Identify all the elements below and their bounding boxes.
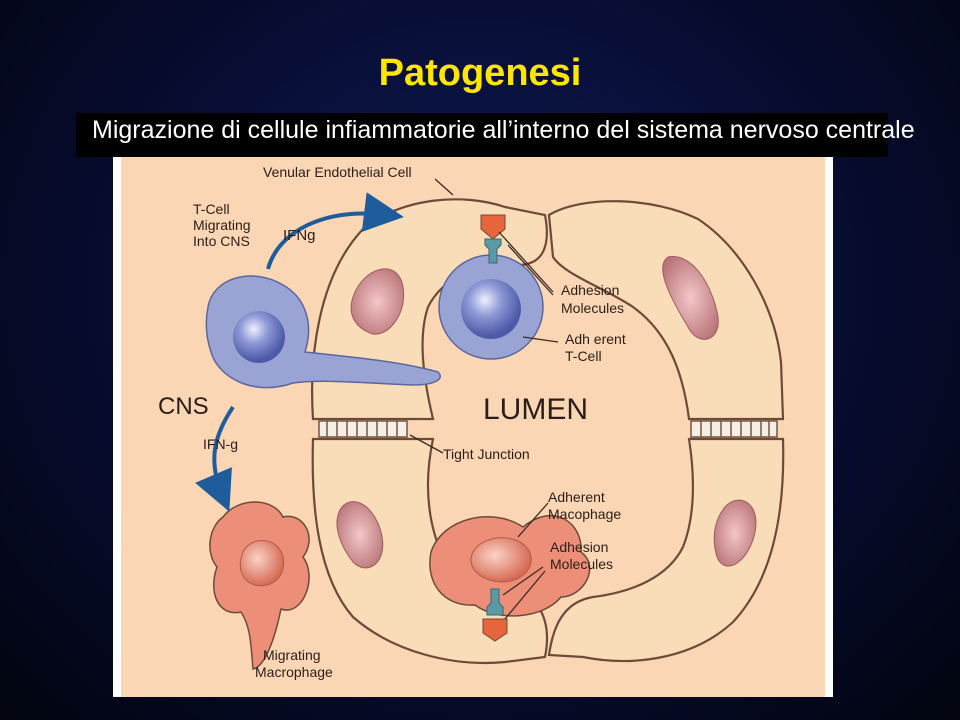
endothelial-cell-top-right: [547, 200, 785, 421]
label-tight-junction: Tight Junction: [443, 446, 530, 462]
migrating-macrophage: [209, 501, 310, 670]
label-migrating-macrophage-2: Macrophage: [255, 664, 333, 680]
label-adherent-macrophage-2: Macophage: [548, 506, 621, 522]
label-adherent-t-cell-2: T-Cell: [565, 348, 602, 364]
migrating-t-cell: [205, 275, 441, 389]
ifng-arrows: [195, 192, 404, 512]
subtitle-bar: [76, 113, 888, 157]
label-ifn-g-left: IFN-g: [203, 436, 238, 452]
label-adherent-t-cell-1: Adh erent: [565, 331, 626, 347]
pathogenesis-diagram: Venular Endothelial Cell T-Cell Migratin…: [113, 157, 833, 697]
label-venular-endothelial-cell: Venular Endothelial Cell: [263, 164, 412, 180]
label-lumen: LUMEN: [483, 393, 588, 426]
adhesion-molecule-bottom: [482, 588, 508, 642]
label-adherent-macrophage-1: Adherent: [548, 489, 605, 505]
tight-junctions: [318, 420, 778, 438]
label-migrating-macrophage-1: Migrating: [263, 647, 321, 663]
slide-subtitle: Migrazione di cellule infiammatorie all’…: [92, 116, 915, 144]
pathogenesis-figure: Venular Endothelial Cell T-Cell Migratin…: [113, 157, 833, 697]
adherent-t-cell: [438, 254, 544, 360]
label-ifng-top: IFNg: [283, 227, 316, 244]
endothelial-nuclei: [336, 256, 757, 569]
label-cns: CNS: [158, 393, 209, 420]
slide-title: Patogenesi: [378, 52, 582, 94]
label-adhesion-top-1: Adhesion: [561, 282, 619, 298]
label-t-cell-1: T-Cell: [193, 201, 230, 217]
endothelial-cell-bottom-right: [547, 437, 785, 663]
label-adhesion-top-2: Molecules: [561, 300, 624, 316]
leader-lines: [409, 178, 559, 620]
vessel-wall: [311, 198, 785, 664]
label-adhesion-bottom-2: Molecules: [550, 556, 613, 572]
label-adhesion-bottom-1: Adhesion: [550, 539, 608, 555]
adherent-macrophage: [429, 515, 591, 617]
adhesion-molecule-top: [480, 214, 506, 264]
label-t-cell-3: Into CNS: [193, 233, 250, 249]
label-t-cell-2: Migrating: [193, 217, 251, 233]
